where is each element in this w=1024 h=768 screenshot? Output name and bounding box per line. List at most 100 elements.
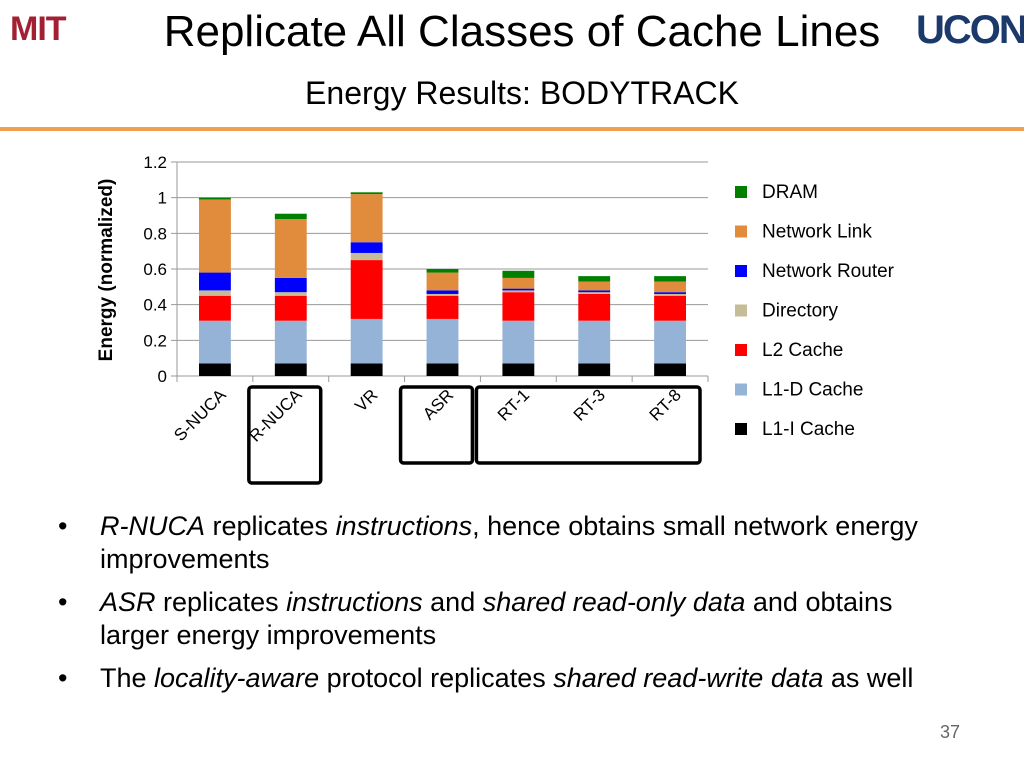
bullet-text: , hence obtains small network energy imp… xyxy=(100,511,918,574)
bar-segment-directory xyxy=(350,252,383,261)
bar-segment-l2-cache xyxy=(578,293,611,321)
mit-logo-text: MIT xyxy=(10,10,67,48)
bar-segment-directory xyxy=(654,293,687,296)
bar-segment-dram xyxy=(198,197,231,200)
legend-label: L1-I Cache xyxy=(762,419,855,440)
legend-swatch-network-link xyxy=(735,225,747,238)
bar-segment-l1-i-cache xyxy=(198,363,231,376)
bullet-item: ASR replicates instructions and shared r… xyxy=(58,586,958,652)
x-tick-label: RT-3 xyxy=(570,385,609,424)
x-tick-label: VR xyxy=(351,385,381,415)
y-axis-label: Energy (normalized) xyxy=(96,179,117,362)
bullet-item: The locality-aware protocol replicates s… xyxy=(58,662,958,695)
x-tick-label: RT-1 xyxy=(494,385,533,424)
bar-segment-dram xyxy=(426,269,459,273)
bar-segment-l1-d-cache xyxy=(654,320,687,364)
bar-segment-network-link xyxy=(578,281,611,291)
bar-segment-dram xyxy=(578,276,611,282)
highlight-box xyxy=(247,385,323,485)
bar-segment-l1-i-cache xyxy=(426,363,459,376)
bar-segment-directory xyxy=(578,292,611,294)
bar-segment-l2-cache xyxy=(426,295,459,319)
legend-label: L2 Cache xyxy=(762,340,843,361)
bar-segment-l1-i-cache xyxy=(274,363,307,376)
bullet-text: shared read-only data xyxy=(482,586,746,617)
slide-subtitle: Energy Results: BODYTRACK xyxy=(305,75,739,111)
legend-swatch-l1-i-cache xyxy=(735,423,747,435)
x-tick-label: ASR xyxy=(419,385,457,423)
bar-segment-l1-i-cache xyxy=(654,363,687,376)
y-tick-label: 0.6 xyxy=(143,260,167,279)
bar-segment-network-router xyxy=(426,290,459,294)
bar-segment-network-link xyxy=(198,199,231,273)
bar-segment-network-link xyxy=(502,277,535,289)
title-divider xyxy=(0,127,1024,131)
bar-segment-l1-d-cache xyxy=(198,320,231,364)
bar-segment-dram xyxy=(350,192,383,195)
bar-segment-l1-i-cache xyxy=(578,363,611,376)
bullet-text: protocol replicates xyxy=(319,662,554,693)
bar-segment-l2-cache xyxy=(502,292,535,321)
bar-segment-l1-d-cache xyxy=(274,320,307,364)
bullet-text: instructions xyxy=(335,511,473,541)
legend-label: L1-D Cache xyxy=(762,380,863,401)
legend-label: DRAM xyxy=(762,182,818,203)
bar-segment-l1-d-cache xyxy=(502,320,535,364)
bar-segment-l2-cache xyxy=(198,295,231,321)
bar-segment-network-router xyxy=(350,242,383,253)
bar-segment-network-router xyxy=(654,292,687,294)
legend-label: Network Router xyxy=(762,261,895,282)
x-tick-label: RT-8 xyxy=(646,385,685,424)
y-tick-label: 1 xyxy=(158,189,167,208)
bullet-text: shared read-write data xyxy=(553,662,824,693)
legend-swatch-dram xyxy=(735,186,747,198)
bar-segment-network-link xyxy=(654,281,687,293)
y-tick-label: 0 xyxy=(158,367,167,386)
bullet-text: replicates xyxy=(205,511,336,541)
bar-segment-l1-d-cache xyxy=(578,320,611,364)
bar-segment-network-router xyxy=(578,290,611,293)
bar-segment-network-router xyxy=(198,272,231,291)
highlight-box xyxy=(398,385,475,465)
bullet-text: and obtains larger energy improvements xyxy=(100,586,893,650)
y-tick-label: 0.2 xyxy=(143,331,167,350)
bar-segment-l2-cache xyxy=(350,260,383,319)
legend-label: Directory xyxy=(762,301,839,322)
bar-segment-dram xyxy=(274,213,307,220)
y-tick-label: 0.4 xyxy=(143,296,167,315)
bar-segment-l2-cache xyxy=(654,295,687,321)
bar-segment-dram xyxy=(502,270,535,278)
bullet-text: instructions xyxy=(286,586,423,617)
x-tick-label: R-NUCA xyxy=(245,385,306,446)
bar-segment-network-link xyxy=(274,219,307,278)
y-tick-label: 1.2 xyxy=(143,153,167,172)
bullet-text: locality-aware xyxy=(154,662,320,693)
bar-segment-dram xyxy=(654,276,687,282)
bar-segment-l1-d-cache xyxy=(426,318,459,364)
x-tick-label: S-NUCA xyxy=(170,385,230,445)
bar-segment-network-router xyxy=(502,288,535,291)
bar-segment-l1-i-cache xyxy=(502,363,535,376)
page-number: 37 xyxy=(939,722,960,742)
bar-segment-network-router xyxy=(274,277,307,293)
uconn-logo-text: UCONN xyxy=(916,8,1024,52)
bar-segment-l1-i-cache xyxy=(350,363,383,376)
legend-swatch-l1-d-cache xyxy=(735,383,747,396)
bullet-text: replicates xyxy=(155,586,287,617)
bar-segment-directory xyxy=(426,293,459,296)
bar-segment-directory xyxy=(274,292,307,296)
slide-title: Replicate All Classes of Cache Lines xyxy=(163,7,881,56)
bullet-list: R-NUCA replicates instructions, hence ob… xyxy=(58,510,958,705)
bar-segment-l1-d-cache xyxy=(350,318,383,364)
bullet-text: and xyxy=(422,586,483,617)
bar-segment-l2-cache xyxy=(274,295,307,321)
bullet-text: R-NUCA xyxy=(100,511,205,541)
highlight-box xyxy=(474,385,702,465)
legend-swatch-network-router xyxy=(735,265,747,277)
legend-swatch-l2-cache xyxy=(735,344,747,356)
bar-segment-network-link xyxy=(350,194,383,243)
y-tick-label: 0.8 xyxy=(143,224,167,243)
bullet-text: as well xyxy=(823,662,914,693)
legend-swatch-directory xyxy=(735,304,747,317)
